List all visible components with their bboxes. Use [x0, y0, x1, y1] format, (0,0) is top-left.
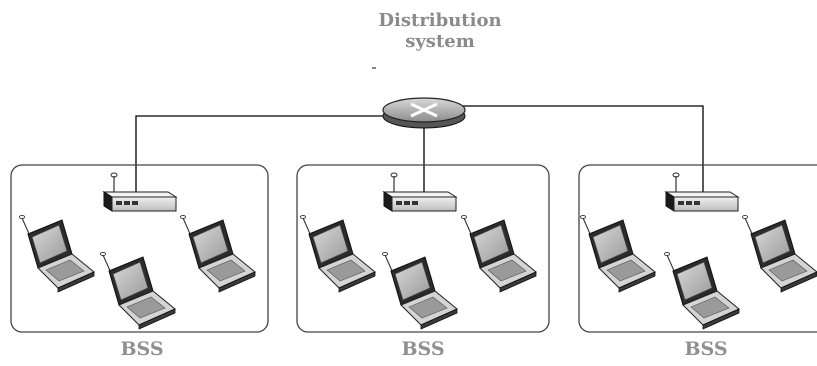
laptop-icon	[301, 215, 376, 292]
bss-label-3: BSS	[666, 338, 746, 360]
bss-label-2: BSS	[383, 338, 463, 360]
laptop-icon	[383, 252, 458, 329]
distribution-system-title: Distribution system	[340, 10, 540, 52]
laptop-icon	[20, 215, 95, 292]
access-point-icon	[666, 173, 738, 211]
bss-label-1: BSS	[102, 338, 182, 360]
laptop-icon	[101, 252, 176, 329]
laptop-icon	[743, 215, 817, 292]
laptop-icon	[665, 252, 740, 329]
title-line-1: Distribution	[340, 10, 540, 31]
laptop-icon	[462, 215, 537, 292]
access-point-icon	[104, 173, 176, 211]
title-line-2: system	[340, 31, 540, 52]
router-icon	[383, 98, 465, 128]
laptop-icon	[581, 215, 656, 292]
access-point-icon	[384, 173, 456, 211]
laptop-icon	[181, 215, 256, 292]
